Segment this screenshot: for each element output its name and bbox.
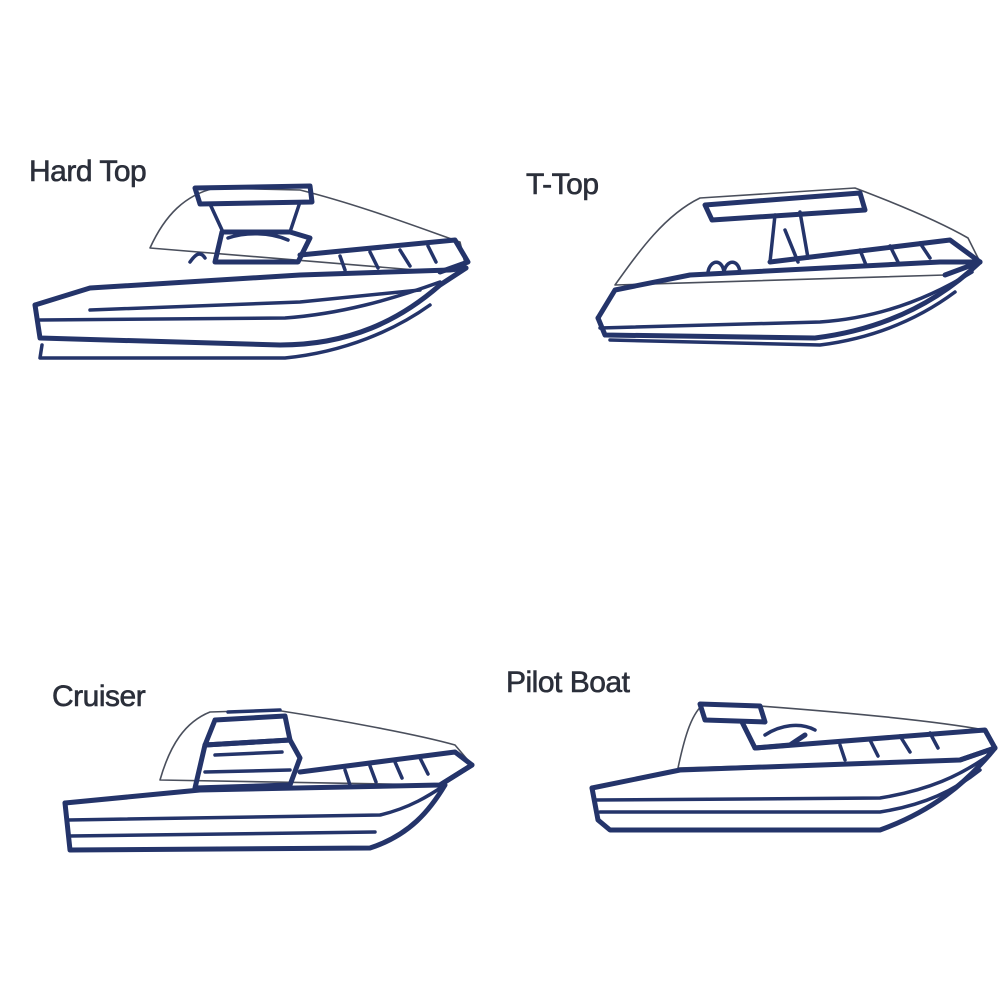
- hard-top-label: Hard Top: [29, 155, 147, 189]
- cruiser-label: Cruiser: [52, 680, 146, 714]
- t-top-label: T-Top: [526, 168, 600, 202]
- pilot-boat-label: Pilot Boat: [506, 666, 631, 700]
